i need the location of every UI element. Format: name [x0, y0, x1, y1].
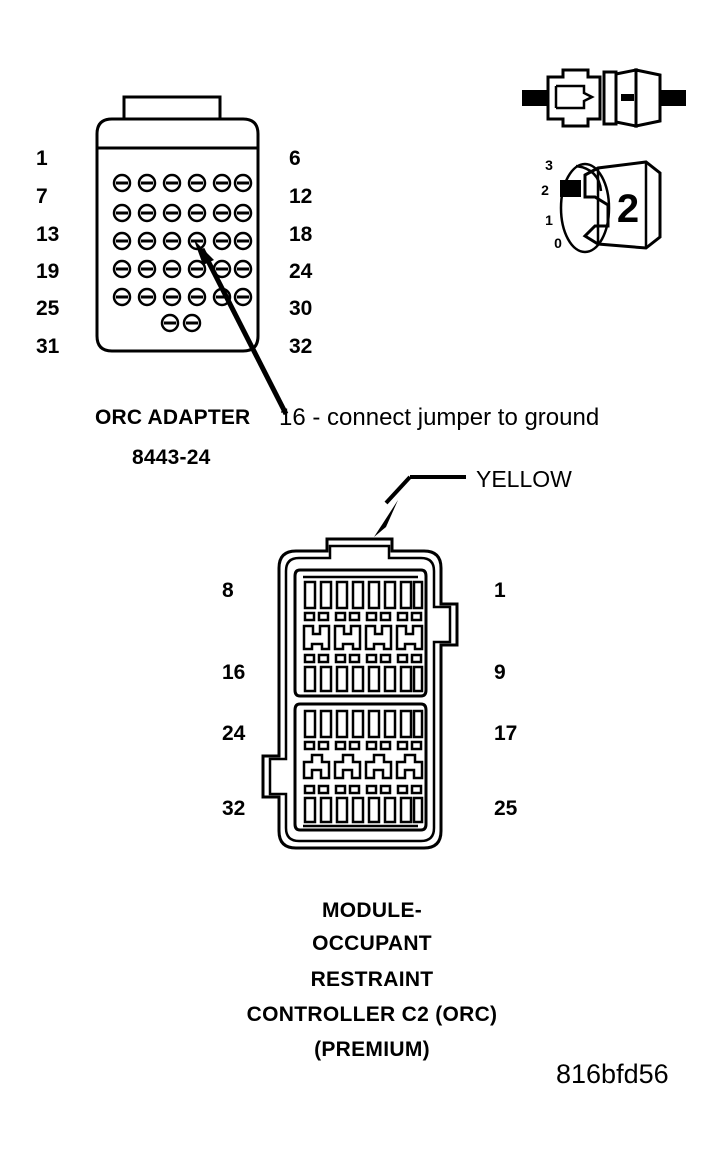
- jumper-barrel-rear: [634, 68, 662, 128]
- orc-c2-upper-top-slots: [303, 580, 424, 610]
- yellow-wire-callout: [374, 475, 466, 537]
- orc-c2-upper-square-row-bottom: [303, 653, 423, 664]
- yellow-arrowhead: [374, 500, 398, 537]
- orc-c2-lower-square-row-bottom: [303, 784, 423, 795]
- orc-c2-lower-square-row-top: [303, 740, 423, 751]
- orc-adapter-pin-row-4: [112, 259, 253, 279]
- orc-c2-left-pin-32: 32: [222, 797, 245, 820]
- orc-c2-left-pin-16: 16: [222, 661, 245, 684]
- orc-adapter-right-pin-12: 12: [289, 185, 312, 208]
- orc-adapter-left-pin-19: 19: [36, 260, 59, 283]
- dial-label-3: 3: [545, 157, 553, 173]
- jumper-right-wire-stub: [660, 90, 686, 106]
- orc-adapter-connector: 1 7 13 19 25 31 6 12 18 24 30 32: [36, 95, 313, 358]
- orc-adapter-pin-row-3: [112, 231, 253, 251]
- orc-adapter-part-number: 8443-24: [132, 446, 211, 469]
- orc-adapter-pin-16: [187, 231, 207, 251]
- dial-label-1: 1: [545, 212, 553, 228]
- orc-c2-connector: 8 16 24 32 1 9 17 25: [222, 537, 518, 850]
- pin-16-instruction-label: 16 - connect jumper to ground: [279, 404, 599, 431]
- orc-adapter-title-label: ORC ADAPTER: [95, 406, 250, 429]
- jumper-blade-detail: [556, 84, 595, 110]
- orc-c2-right-pin-9: 9: [494, 661, 506, 684]
- orc-adapter-right-pin-6: 6: [289, 147, 301, 170]
- pin-16-callout-arrow: [194, 240, 289, 416]
- orc-c2-caption: MODULE- OCCUPANT RESTRAINT CONTROLLER C2…: [247, 899, 498, 1061]
- orc-c2-upper-bottom-slots: [303, 665, 424, 693]
- orc-adapter-left-pin-25: 25: [36, 297, 60, 320]
- orc-c2-upper-cavity-block: [293, 568, 428, 698]
- orc-c2-caption-line-4: CONTROLLER C2 (ORC): [247, 1003, 498, 1026]
- orc-c2-left-pin-24: 24: [222, 722, 246, 745]
- yellow-wire-label: YELLOW: [476, 466, 572, 492]
- orc-adapter-left-pin-31: 31: [36, 335, 60, 358]
- jumper-tool-assembly: [522, 68, 686, 128]
- orc-adapter-top-tab: [122, 95, 222, 121]
- orc-adapter-pin-grid: [112, 173, 253, 333]
- orc-c2-upper-cavity-frame: [293, 568, 428, 698]
- jumper-position-dial: 3 2 1 0 2: [541, 157, 662, 254]
- orc-adapter-right-pin-32: 32: [289, 335, 312, 358]
- orc-adapter-left-pin-1: 1: [36, 147, 48, 170]
- orc-c2-lower-cavity-block: [293, 702, 428, 832]
- orc-c2-lower-bottom-slots: [303, 796, 424, 824]
- orc-c2-left-pin-8: 8: [222, 579, 234, 602]
- figure-id-label: 816bfd56: [556, 1059, 669, 1089]
- jumper-male-housing: [546, 68, 602, 128]
- orc-adapter-left-pin-7: 7: [36, 185, 48, 208]
- orc-adapter-pin-row-6: [160, 313, 202, 333]
- orc-adapter-right-pin-18: 18: [289, 223, 313, 246]
- orc-c2-caption-line-2: OCCUPANT: [312, 932, 432, 955]
- dial-label-0: 0: [554, 235, 562, 251]
- orc-c2-upper-square-row-top: [303, 611, 423, 622]
- orc-c2-body: [261, 537, 459, 850]
- dial-face-number: 2: [617, 187, 639, 231]
- orc-c2-right-pin-17: 17: [494, 722, 517, 745]
- orc-c2-upper-u-cavities: [302, 624, 424, 651]
- orc-adapter-body: [95, 117, 260, 353]
- orc-adapter-left-pin-13: 13: [36, 223, 59, 246]
- dial-label-2: 2: [541, 182, 549, 198]
- orc-c2-right-pin-1: 1: [494, 579, 506, 602]
- orc-c2-body-inner-outline: [268, 544, 452, 843]
- orc-c2-caption-line-3: RESTRAINT: [311, 968, 434, 991]
- jumper-left-wire-stub: [522, 90, 548, 106]
- orc-c2-right-pin-25: 25: [494, 797, 518, 820]
- orc-adapter-right-pin-24: 24: [289, 260, 313, 283]
- dial-ring-highlight: [575, 164, 603, 192]
- orc-c2-lower-cavity-frame: [293, 702, 428, 832]
- orc-c2-caption-line-1: MODULE-: [322, 899, 422, 922]
- jumper-collar: [602, 70, 618, 126]
- orc-c2-caption-line-5: (PREMIUM): [314, 1038, 430, 1061]
- orc-c2-lower-top-slots: [303, 709, 424, 739]
- dial-position-marker: [560, 180, 581, 197]
- jumper-socket-slot: [621, 94, 634, 101]
- orc-adapter-right-pin-30: 30: [289, 297, 312, 320]
- orc-c2-lower-arch-cavities: [302, 753, 424, 780]
- orc-adapter-pin-row-1: [112, 173, 253, 193]
- orc-adapter-pin-row-2: [112, 203, 253, 223]
